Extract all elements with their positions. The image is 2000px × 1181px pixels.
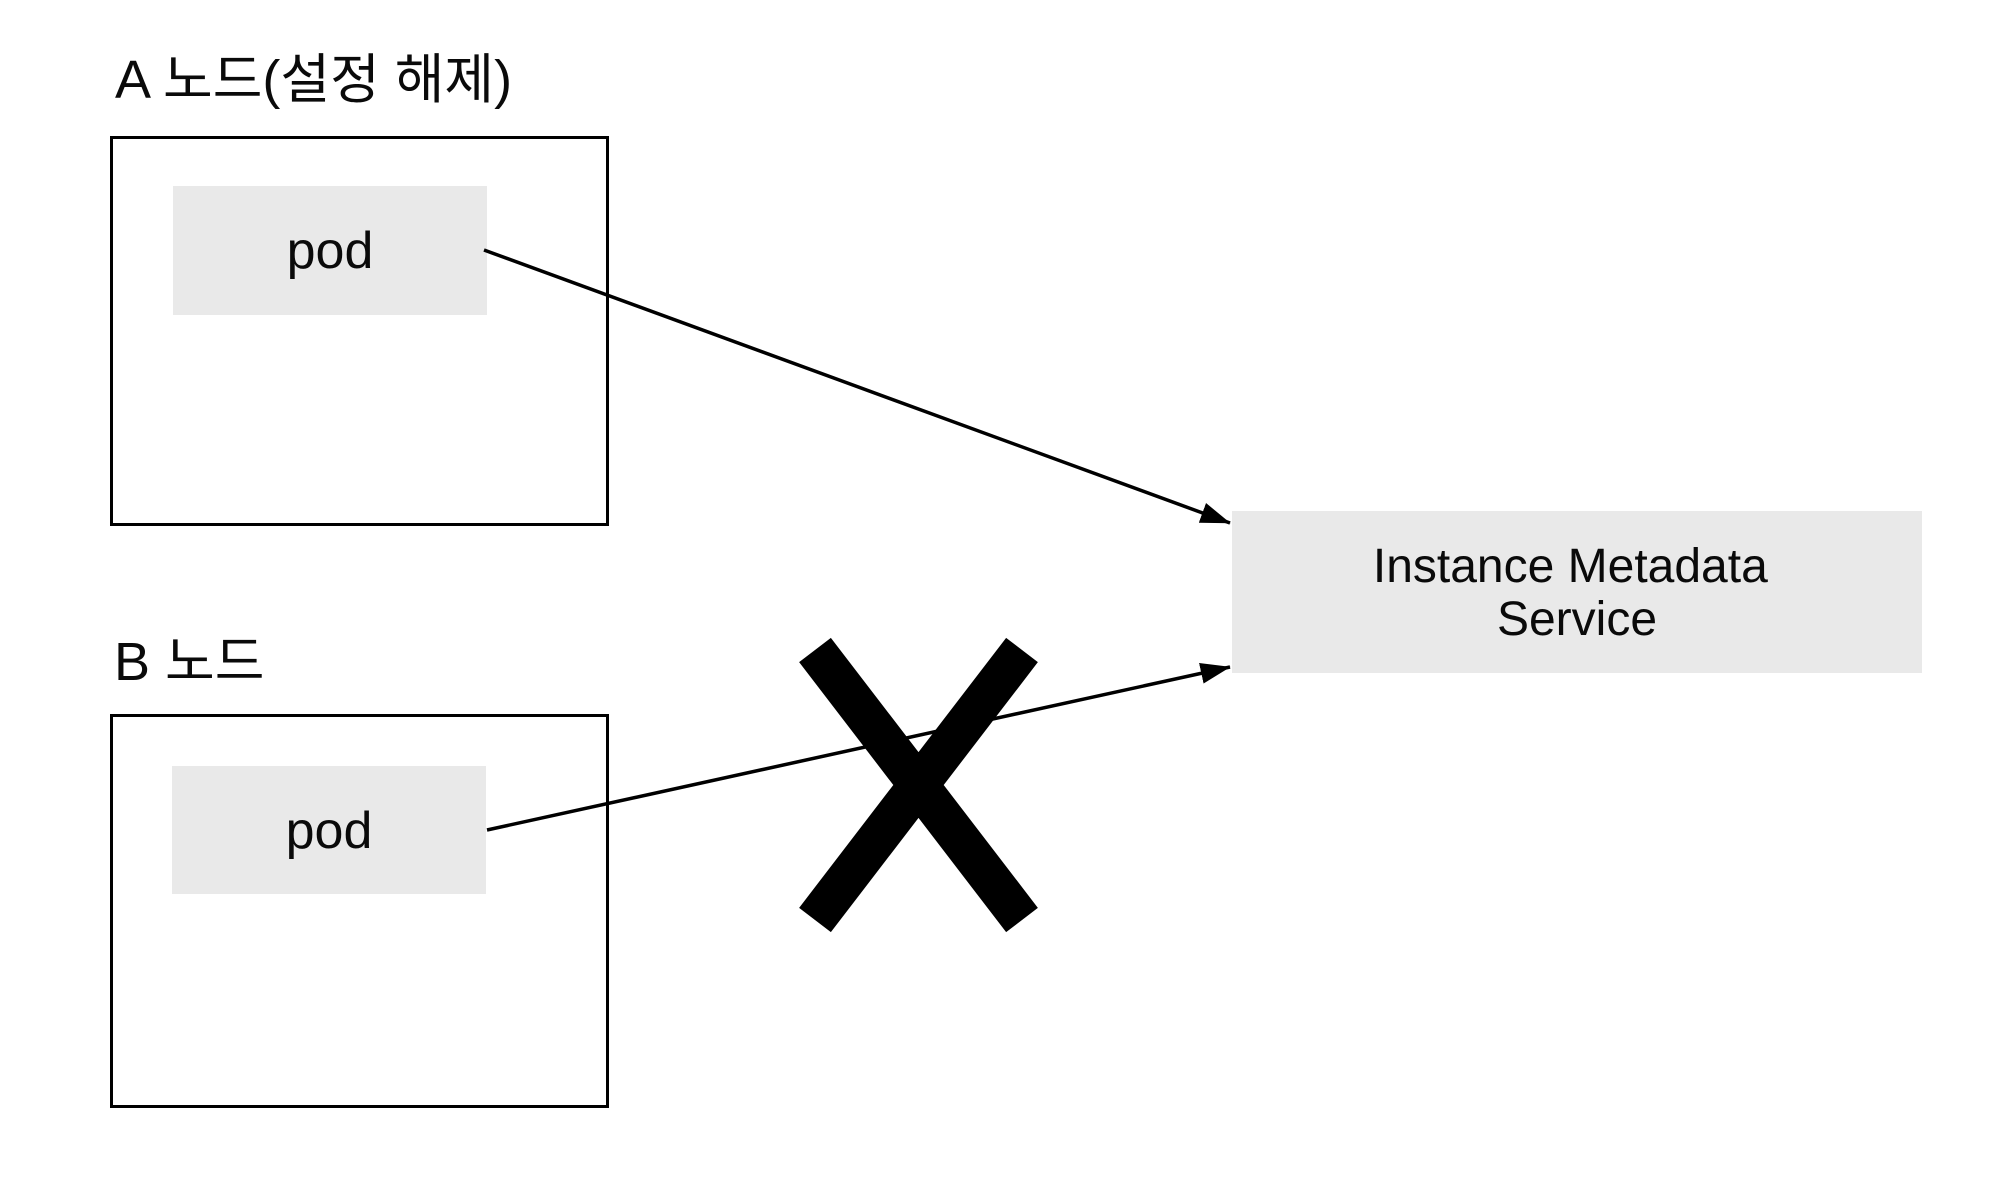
node-a-title: A 노드(설정 해제) — [115, 50, 512, 110]
service-box — [1232, 511, 1922, 673]
node-a-pod-box — [173, 186, 487, 315]
node-a-pod-label: pod — [287, 222, 374, 280]
service-label: Instance Metadata Service — [1373, 540, 1781, 646]
arrow-pod-a-to-service — [483, 248, 1231, 525]
node-b-pod-label: pod — [286, 802, 373, 860]
service-label-line1: Instance Metadata — [1373, 540, 1768, 593]
arrow-pod-b-to-service — [486, 663, 1231, 832]
node-b-pod-box — [172, 766, 486, 894]
service-label-line2: Service — [1497, 593, 1657, 646]
node-b-title: B 노드 — [114, 632, 264, 692]
blocked-x-icon — [799, 637, 1038, 933]
